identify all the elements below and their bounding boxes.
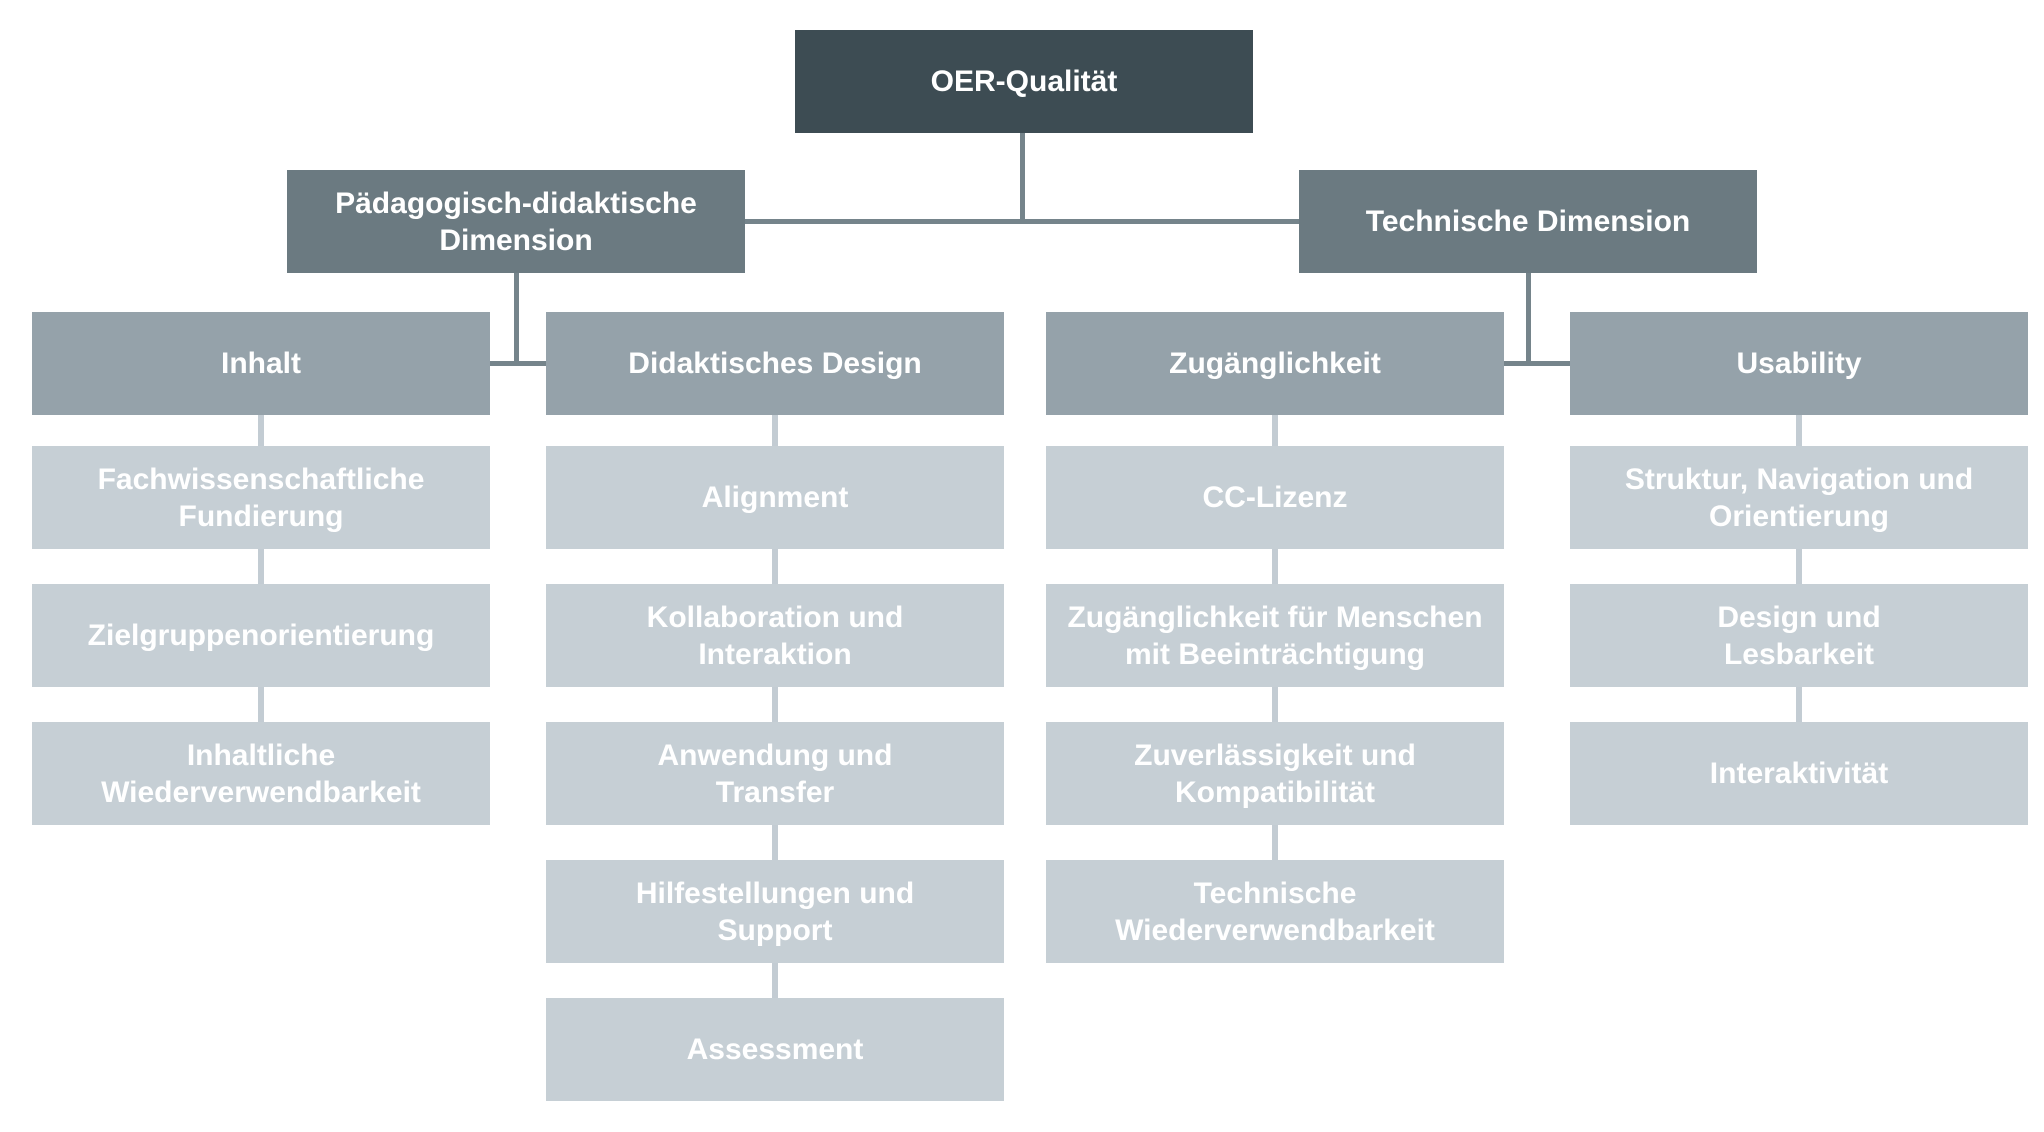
node-inhalt: Inhalt — [32, 312, 490, 415]
node-anwendung-und-transfer: Anwendung und Transfer — [546, 722, 1004, 825]
node-oer-qualitaet: OER-Qualität — [795, 30, 1253, 133]
connector-col4-2 — [1796, 687, 1802, 722]
node-struktur-navigation-orientierung: Struktur, Navigation und Orientierung — [1570, 446, 2028, 549]
connector-technisch-arm — [1504, 361, 1570, 366]
connector-col4-1 — [1796, 549, 1802, 584]
connector-col3-2 — [1272, 687, 1278, 722]
connector-root-stem — [1020, 133, 1025, 222]
node-zugaenglichkeit-fuer-menschen: Zugänglichkeit für Menschen mit Beeinträ… — [1046, 584, 1504, 687]
node-zugaenglichkeit: Zugänglichkeit — [1046, 312, 1504, 415]
node-assessment: Assessment — [546, 998, 1004, 1101]
connector-col4-0 — [1796, 415, 1802, 446]
connector-col3-3 — [1272, 825, 1278, 860]
node-zuverlaessigkeit-und-kompatibilitaet: Zuverlässigkeit und Kompatibilität — [1046, 722, 1504, 825]
node-zielgruppenorientierung: Zielgruppenorientierung — [32, 584, 490, 687]
node-alignment: Alignment — [546, 446, 1004, 549]
node-didaktisches-design: Didaktisches Design — [546, 312, 1004, 415]
connector-paedagogisch-arm — [490, 361, 546, 366]
connector-col2-3 — [772, 825, 778, 860]
connector-col2-0 — [772, 415, 778, 446]
connector-root-crossbar — [745, 219, 1299, 224]
connector-col1-2 — [258, 687, 264, 722]
connector-col1-1 — [258, 549, 264, 584]
connector-col3-1 — [1272, 549, 1278, 584]
connector-technisch-stem — [1526, 273, 1531, 364]
node-hilfestellungen-und-support: Hilfestellungen und Support — [546, 860, 1004, 963]
node-interaktivitaet: Interaktivität — [1570, 722, 2028, 825]
node-kollaboration-und-interaktion: Kollaboration und Interaktion — [546, 584, 1004, 687]
node-technische-dimension: Technische Dimension — [1299, 170, 1757, 273]
connector-col2-2 — [772, 687, 778, 722]
connector-col1-0 — [258, 415, 264, 446]
connector-col2-4 — [772, 963, 778, 998]
node-usability: Usability — [1570, 312, 2028, 415]
node-fachwissenschaftliche-fundierung: Fachwissenschaftliche Fundierung — [32, 446, 490, 549]
connector-col3-0 — [1272, 415, 1278, 446]
node-cc-lizenz: CC-Lizenz — [1046, 446, 1504, 549]
node-inhaltliche-wiederverwendbarkeit: Inhaltliche Wiederverwendbarkeit — [32, 722, 490, 825]
connector-col2-1 — [772, 549, 778, 584]
node-technische-wiederverwendbarkeit: Technische Wiederverwendbarkeit — [1046, 860, 1504, 963]
connector-paedagogisch-stem — [514, 273, 519, 364]
node-design-und-lesbarkeit: Design und Lesbarkeit — [1570, 584, 2028, 687]
node-paedagogisch-didaktische-dimension: Pädagogisch-didaktische Dimension — [287, 170, 745, 273]
